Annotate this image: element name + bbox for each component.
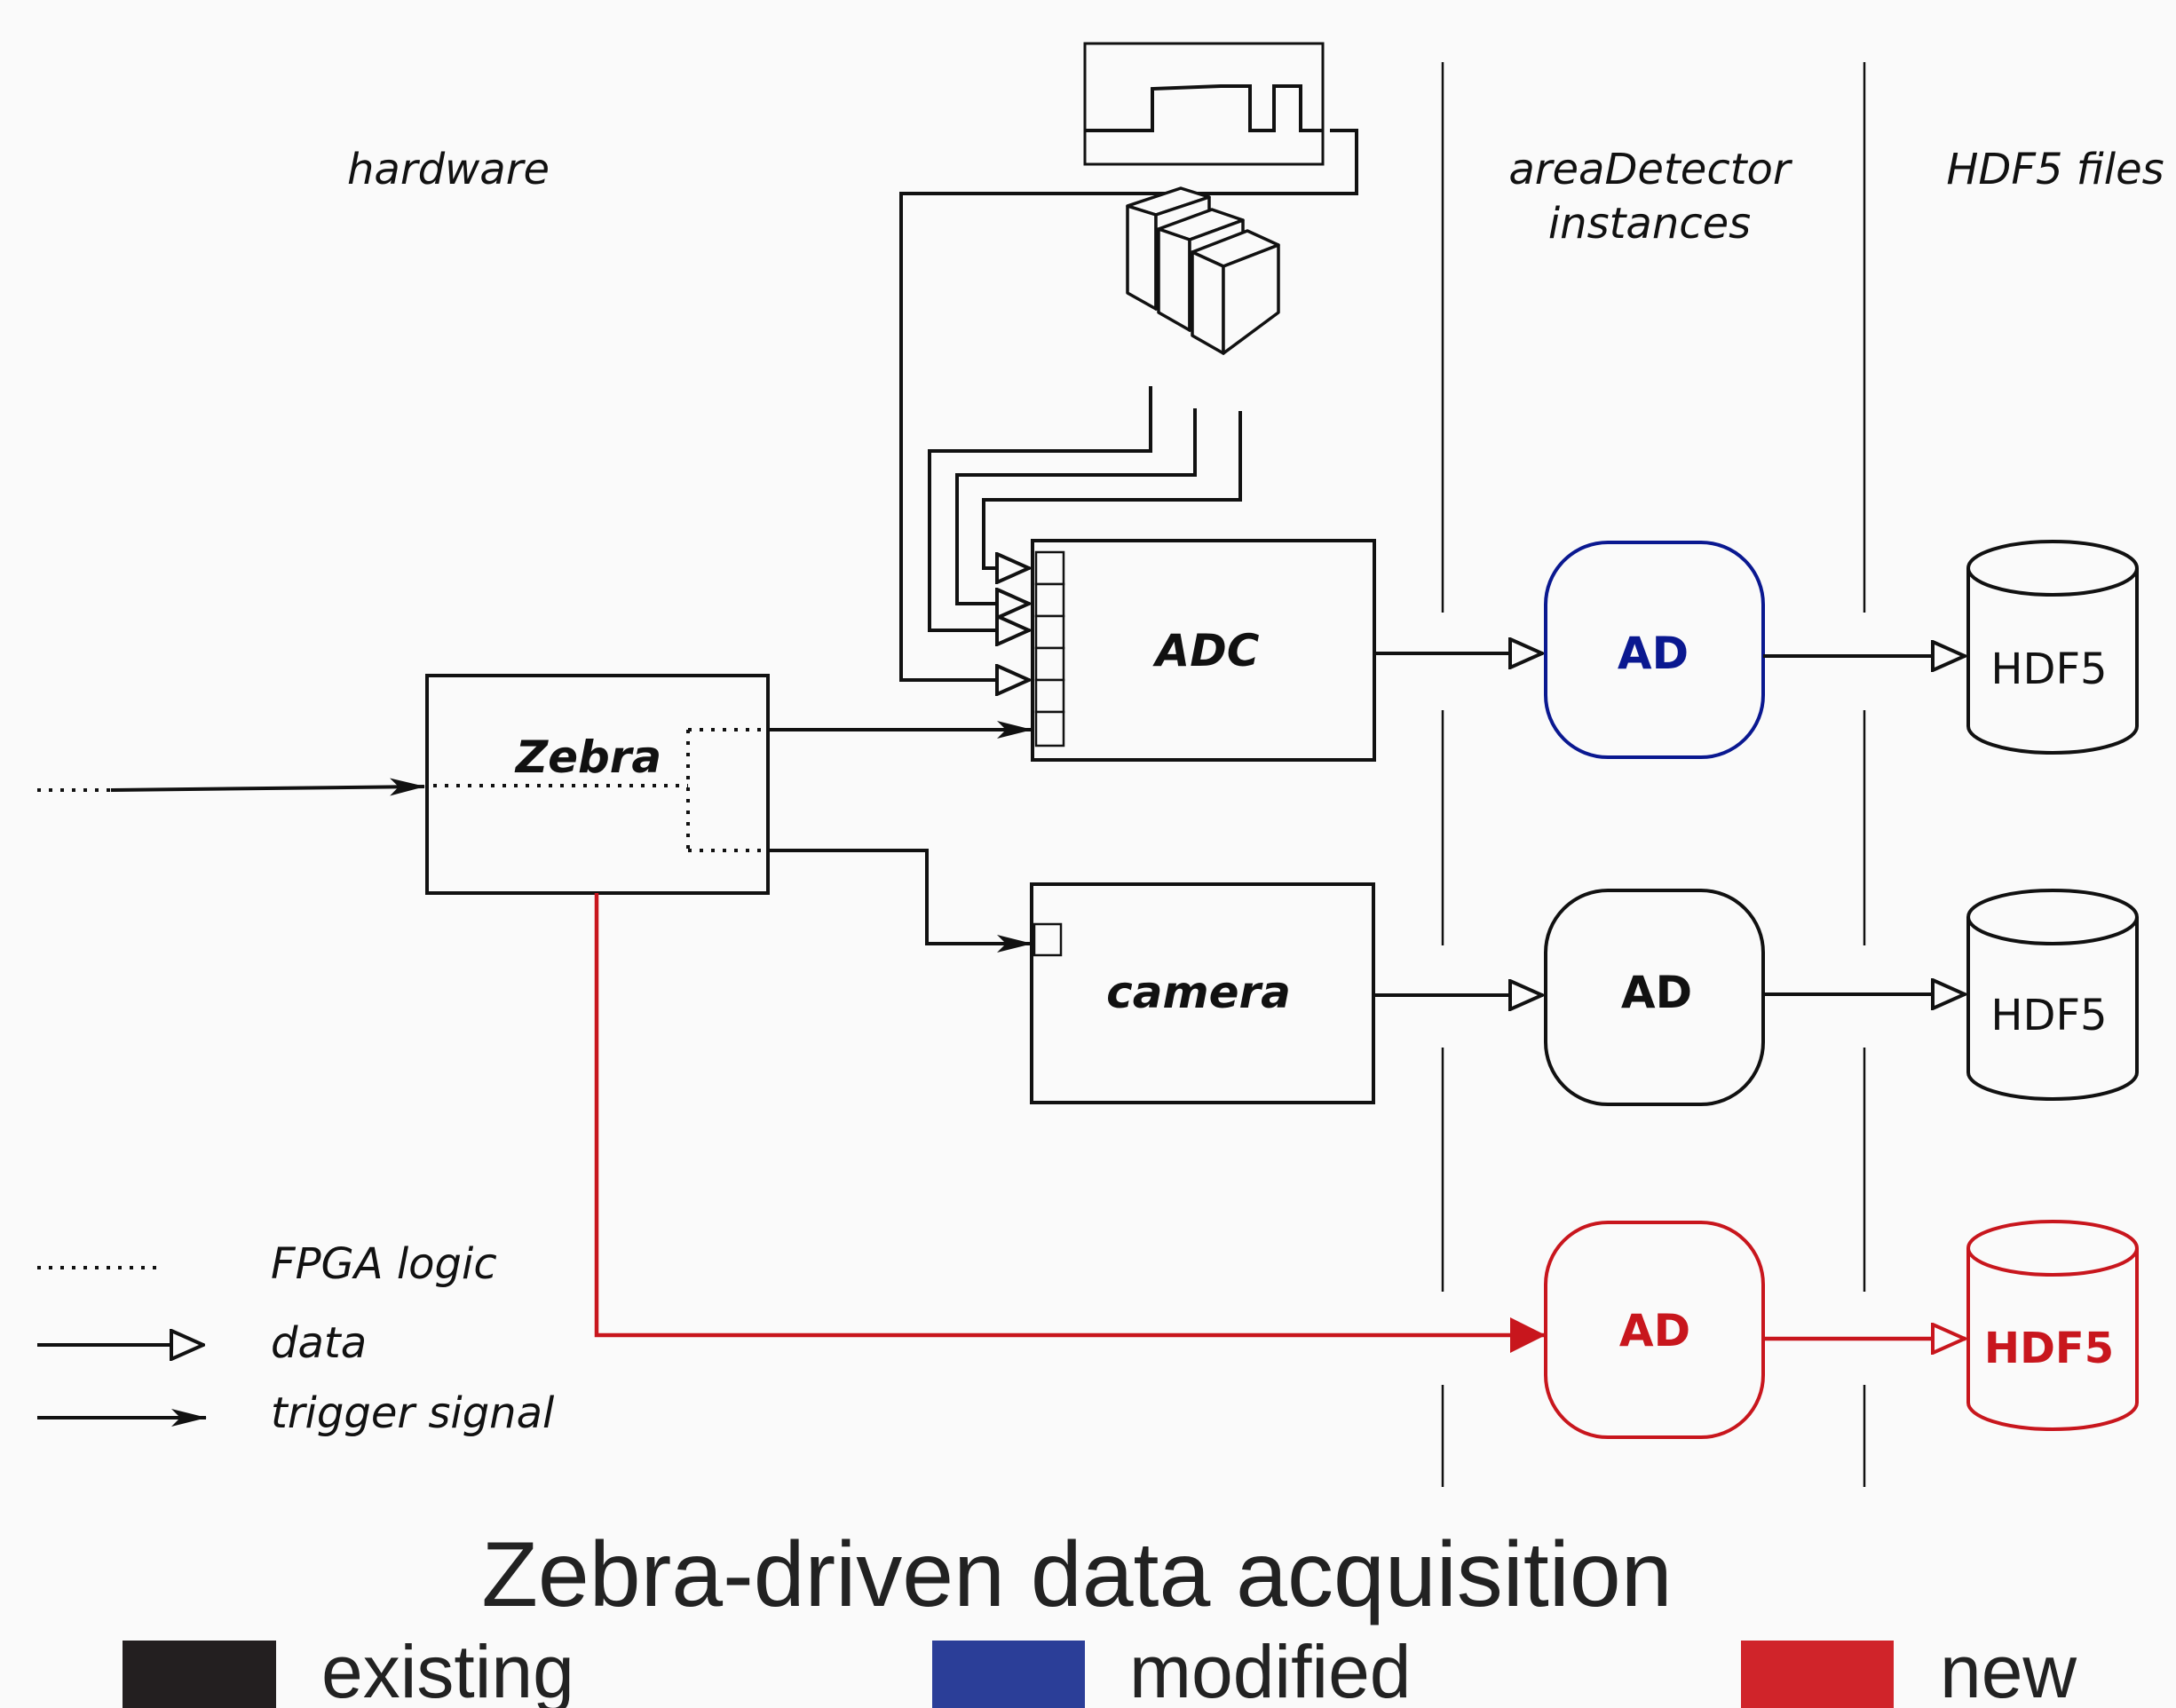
line-style-legend: FPGA logic data trigger signal — [37, 1239, 555, 1438]
page-title: Zebra-driven data acquisition — [481, 1523, 1672, 1626]
hdf5-file-3: HDF5 — [1966, 1220, 2139, 1431]
hdf5-label: HDF5 — [1984, 1324, 2114, 1373]
zebra-box: Zebra — [425, 674, 770, 895]
zebra-label: Zebra — [514, 731, 661, 783]
key-existing-label: existing — [321, 1630, 574, 1708]
hdf5-file-2: HDF5 — [1966, 889, 2139, 1101]
camera-label: camera — [1106, 967, 1291, 1018]
zebra-to-new-ad-data — [594, 893, 1546, 1353]
ad-node-existing: AD — [1544, 889, 1765, 1106]
ad-node-label: AD — [1621, 967, 1692, 1018]
oscilloscope-icon — [899, 42, 1358, 680]
detector-modules-icon — [1126, 186, 1280, 355]
key-new-label: new — [1940, 1630, 2077, 1708]
legend-fpga-label: FPGA logic — [271, 1239, 497, 1289]
column-hdf5-label: HDF5 files — [1946, 145, 2164, 194]
column-areadetector-label-line2: instances — [1548, 199, 1751, 249]
external-trigger-line — [110, 778, 425, 796]
detector-data-lines — [928, 386, 1242, 630]
ad-node-label: AD — [1618, 628, 1689, 679]
hdf5-label: HDF5 — [1990, 991, 2107, 1040]
hdf5-file-1: HDF5 — [1966, 540, 2139, 755]
legend-data-label: data — [271, 1318, 367, 1368]
zebra-to-camera-trigger — [768, 849, 1033, 953]
ad-node-modified: AD — [1544, 541, 1765, 759]
camera-box: camera — [1030, 882, 1375, 1104]
adc-box: ADC — [1031, 539, 1376, 762]
hdf5-label: HDF5 — [1990, 644, 2107, 694]
adc-input-ports — [1034, 550, 1065, 747]
adc-label: ADC — [1152, 625, 1260, 676]
key-new-swatch — [1741, 1641, 1894, 1708]
column-areadetector-label-line1: areaDetector — [1508, 145, 1793, 194]
key-modified-swatch — [932, 1641, 1085, 1708]
color-key: existing modified new — [123, 1630, 2077, 1708]
legend-trigger-label: trigger signal — [271, 1388, 555, 1438]
ad-node-new: AD — [1544, 1221, 1765, 1439]
column-hardware-label: hardware — [347, 145, 550, 194]
key-modified-label: modified — [1129, 1630, 1412, 1708]
ad-node-label: AD — [1619, 1305, 1690, 1356]
key-existing-swatch — [123, 1641, 276, 1708]
